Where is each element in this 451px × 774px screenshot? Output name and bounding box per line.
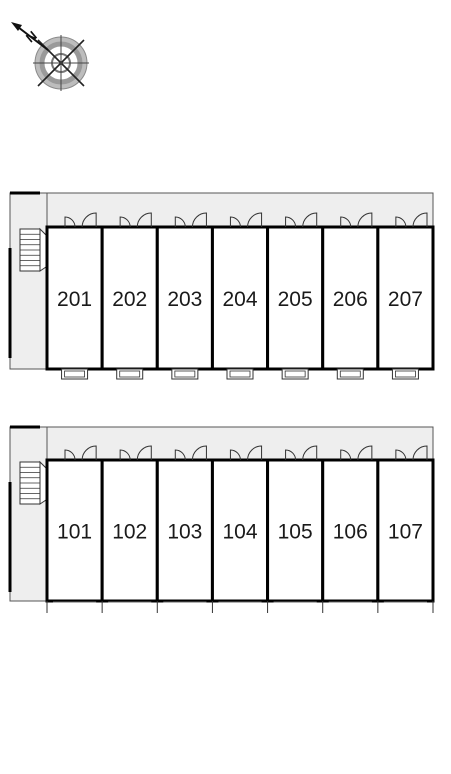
- door-icon: [302, 445, 318, 461]
- balcony-icon: [171, 368, 199, 380]
- door-icon: [64, 449, 76, 461]
- unit-outline: [210, 225, 270, 371]
- unit-101: 101: [45, 445, 104, 613]
- unit-104: 104: [210, 445, 270, 613]
- balcony-icon: [226, 368, 254, 380]
- unit-202: 202: [100, 212, 159, 380]
- balcony-icon: [336, 368, 364, 380]
- unit-number: 101: [57, 521, 92, 544]
- unit-number: 204: [222, 288, 257, 311]
- door-icon: [191, 445, 207, 461]
- balcony-icon: [391, 368, 419, 380]
- corridor: [8, 425, 434, 602]
- unit-number: 207: [388, 288, 423, 311]
- door-icon: [229, 449, 241, 461]
- door-icon: [302, 212, 318, 228]
- staircase-icon: [19, 460, 47, 505]
- door-icon: [174, 216, 186, 228]
- door-icon: [412, 212, 428, 228]
- door-icon: [412, 445, 428, 461]
- unit-number: 102: [112, 521, 147, 544]
- door-icon: [395, 449, 407, 461]
- door-icon: [174, 449, 186, 461]
- second-floor: 201 202 203 204 205 206 207: [8, 191, 435, 380]
- door-icon: [136, 445, 152, 461]
- door-icon: [64, 216, 76, 228]
- unit-number: 203: [167, 288, 202, 311]
- unit-number: 206: [333, 288, 368, 311]
- unit-106: 106: [321, 445, 380, 613]
- unit-203: 203: [155, 212, 214, 380]
- unit-number: 201: [57, 288, 92, 311]
- door-icon: [357, 445, 373, 461]
- staircase-icon: [19, 227, 47, 272]
- unit-201: 201: [45, 212, 104, 380]
- compass-rose-icon: N: [11, 22, 89, 91]
- unit-103: 103: [155, 445, 214, 613]
- door-icon: [119, 216, 131, 228]
- unit-number: 105: [278, 521, 313, 544]
- door-icon: [81, 212, 97, 228]
- unit-105: 105: [266, 445, 325, 613]
- door-icon: [285, 216, 297, 228]
- unit-107: 107: [376, 445, 435, 613]
- unit-outline: [321, 225, 380, 371]
- unit-207: 207: [376, 212, 435, 380]
- door-icon: [119, 449, 131, 461]
- unit-number: 104: [222, 521, 257, 544]
- unit-102: 102: [100, 445, 159, 613]
- door-icon: [340, 449, 352, 461]
- door-icon: [136, 212, 152, 228]
- unit-outline: [45, 458, 104, 603]
- door-icon: [81, 445, 97, 461]
- unit-206: 206: [321, 212, 380, 380]
- door-icon: [395, 216, 407, 228]
- unit-number: 205: [278, 288, 313, 311]
- door-icon: [247, 212, 263, 228]
- unit-outline: [100, 458, 159, 603]
- unit-number: 103: [167, 521, 202, 544]
- door-icon: [357, 212, 373, 228]
- unit-205: 205: [266, 212, 325, 380]
- unit-204: 204: [210, 212, 270, 380]
- balcony-icon: [61, 368, 89, 380]
- door-icon: [191, 212, 207, 228]
- door-icon: [285, 449, 297, 461]
- corridor: [8, 191, 434, 370]
- balcony-icon: [116, 368, 144, 380]
- unit-number: 107: [388, 521, 423, 544]
- unit-number: 202: [112, 288, 147, 311]
- unit-outline: [266, 458, 325, 603]
- unit-number: 106: [333, 521, 368, 544]
- door-icon: [229, 216, 241, 228]
- balcony-icon: [281, 368, 309, 380]
- door-icon: [340, 216, 352, 228]
- door-icon: [247, 445, 263, 461]
- first-floor: 101 102 103 104 105 106 107: [8, 425, 435, 613]
